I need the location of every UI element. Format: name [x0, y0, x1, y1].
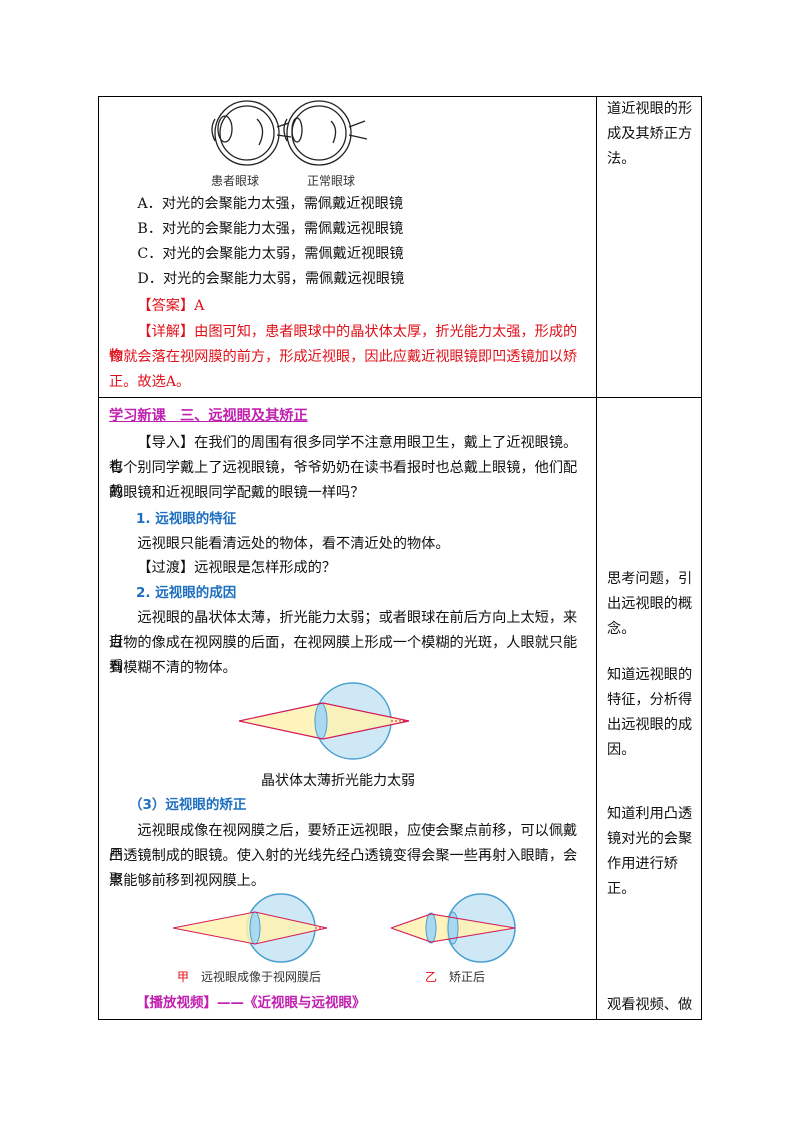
correction-diagram: [172, 893, 516, 963]
correct-line-2: 凸透镜制成的眼镜。使入射的光线先经凸透镜变得会聚一些再射入眼睛，会聚: [109, 848, 578, 888]
correction-left-mark: 甲: [177, 970, 190, 984]
section-title: 学习新课 三、远视眼及其矫正: [109, 408, 308, 424]
side-note-b2-4: 因。: [607, 742, 636, 758]
explain-line-1: 【详解】由图可知，患者眼球中的晶状体太厚，折光能力太强，形成的物: [109, 324, 578, 364]
option-d: D．对光的会聚能力太弱，需佩戴远视眼镜: [137, 271, 405, 287]
side-note-b3-3: 作用进行矫: [607, 856, 678, 872]
subhead-feature: 1. 远视眼的特征: [136, 511, 237, 527]
side-note-b4-1: 观看视频、做: [607, 997, 693, 1013]
option-c: C．对光的会聚能力太弱，需佩戴近视眼镜: [137, 246, 404, 262]
eyeball-comparison-figure: [211, 100, 368, 166]
hyperopia-diagram: [238, 682, 410, 760]
side-note-top-2: 成及其矫正方: [607, 126, 693, 142]
play-video-line: 【播放视频】——《近视眼与远视眼》: [136, 995, 366, 1011]
subhead-cause: 2. 远视眼的成因: [136, 585, 237, 601]
intro-line-1: 【导入】在我们的周围有很多同学不注意用眼卫生，戴上了近视眼镜。也: [109, 435, 578, 475]
side-note-b2-2: 特征，分析得: [607, 692, 693, 708]
transition-text: 【过渡】远视眼是怎样形成的？: [137, 560, 337, 576]
side-note-b1-2: 出远视眼的概: [607, 596, 693, 612]
option-b: B．对光的会聚能力太强，需佩戴远视眼镜: [137, 221, 404, 237]
side-note-b3-2: 镜对光的会聚: [607, 831, 693, 847]
cause-line-3: 到模糊不清的物体。: [109, 660, 237, 676]
row-divider: [99, 397, 701, 398]
lesson-table: 患者眼球 正常眼球 A．对光的会聚能力太强，需佩戴近视眼镜 B．对光的会聚能力太…: [98, 96, 702, 1020]
correction-right-text: 矫正后: [449, 970, 486, 984]
feature-text: 远视眼只能看清远处的物体，看不清近处的物体。: [137, 536, 450, 552]
side-note-top-3: 法。: [607, 151, 636, 167]
answer-line: 【答案】A: [137, 298, 205, 314]
side-note-top-1: 道近视眼的形: [607, 101, 693, 117]
correct-line-1: 远视眼成像在视网膜之后，要矫正远视眼，应使会聚点前移，可以佩戴用: [109, 823, 578, 863]
intro-line-2: 有个别同学戴上了远视眼镜，爷爷奶奶在读书看报时也总戴上眼镜，他们配戴: [109, 460, 578, 500]
option-a: A．对光的会聚能力太强，需佩戴近视眼镜: [137, 196, 404, 212]
explain-line-3: 正。故选A。: [109, 374, 191, 390]
correct-line-3: 点能够前移到视网膜上。: [109, 873, 266, 889]
side-note-b2-1: 知道远视眼的: [607, 667, 693, 683]
side-note-b1-3: 念。: [607, 621, 636, 637]
side-note-b1-1: 思考问题，引: [607, 571, 693, 587]
correction-left-text: 远视眼成像于视网膜后: [201, 970, 322, 984]
side-note-b3-4: 正。: [607, 881, 636, 897]
side-note-b3-1: 知道利用凸透: [607, 806, 693, 822]
hyperopia-caption: 晶状体太薄折光能力太弱: [261, 773, 415, 789]
fig-label-patient: 患者眼球: [211, 174, 260, 188]
fig-label-normal: 正常眼球: [307, 174, 356, 188]
cause-line-1: 远视眼的晶状体太薄，折光能力太弱；或者眼球在前后方向上太短，来自: [109, 610, 578, 650]
explain-line-2: 像就会落在视网膜的前方，形成近视眼，因此应戴近视眼镜即凹透镜加以矫: [109, 349, 578, 365]
cause-line-2: 近物的像成在视网膜的后面，在视网膜上形成一个模糊的光斑，人眼就只能看: [109, 635, 578, 675]
intro-line-3: 的眼镜和近视眼同学配戴的眼镜一样吗？: [109, 485, 365, 501]
correction-right-mark: 乙: [425, 970, 438, 984]
column-divider: [596, 97, 597, 1019]
subhead-correction: （3）远视眼的矫正: [129, 797, 247, 813]
side-note-b2-3: 出远视眼的成: [607, 717, 693, 733]
